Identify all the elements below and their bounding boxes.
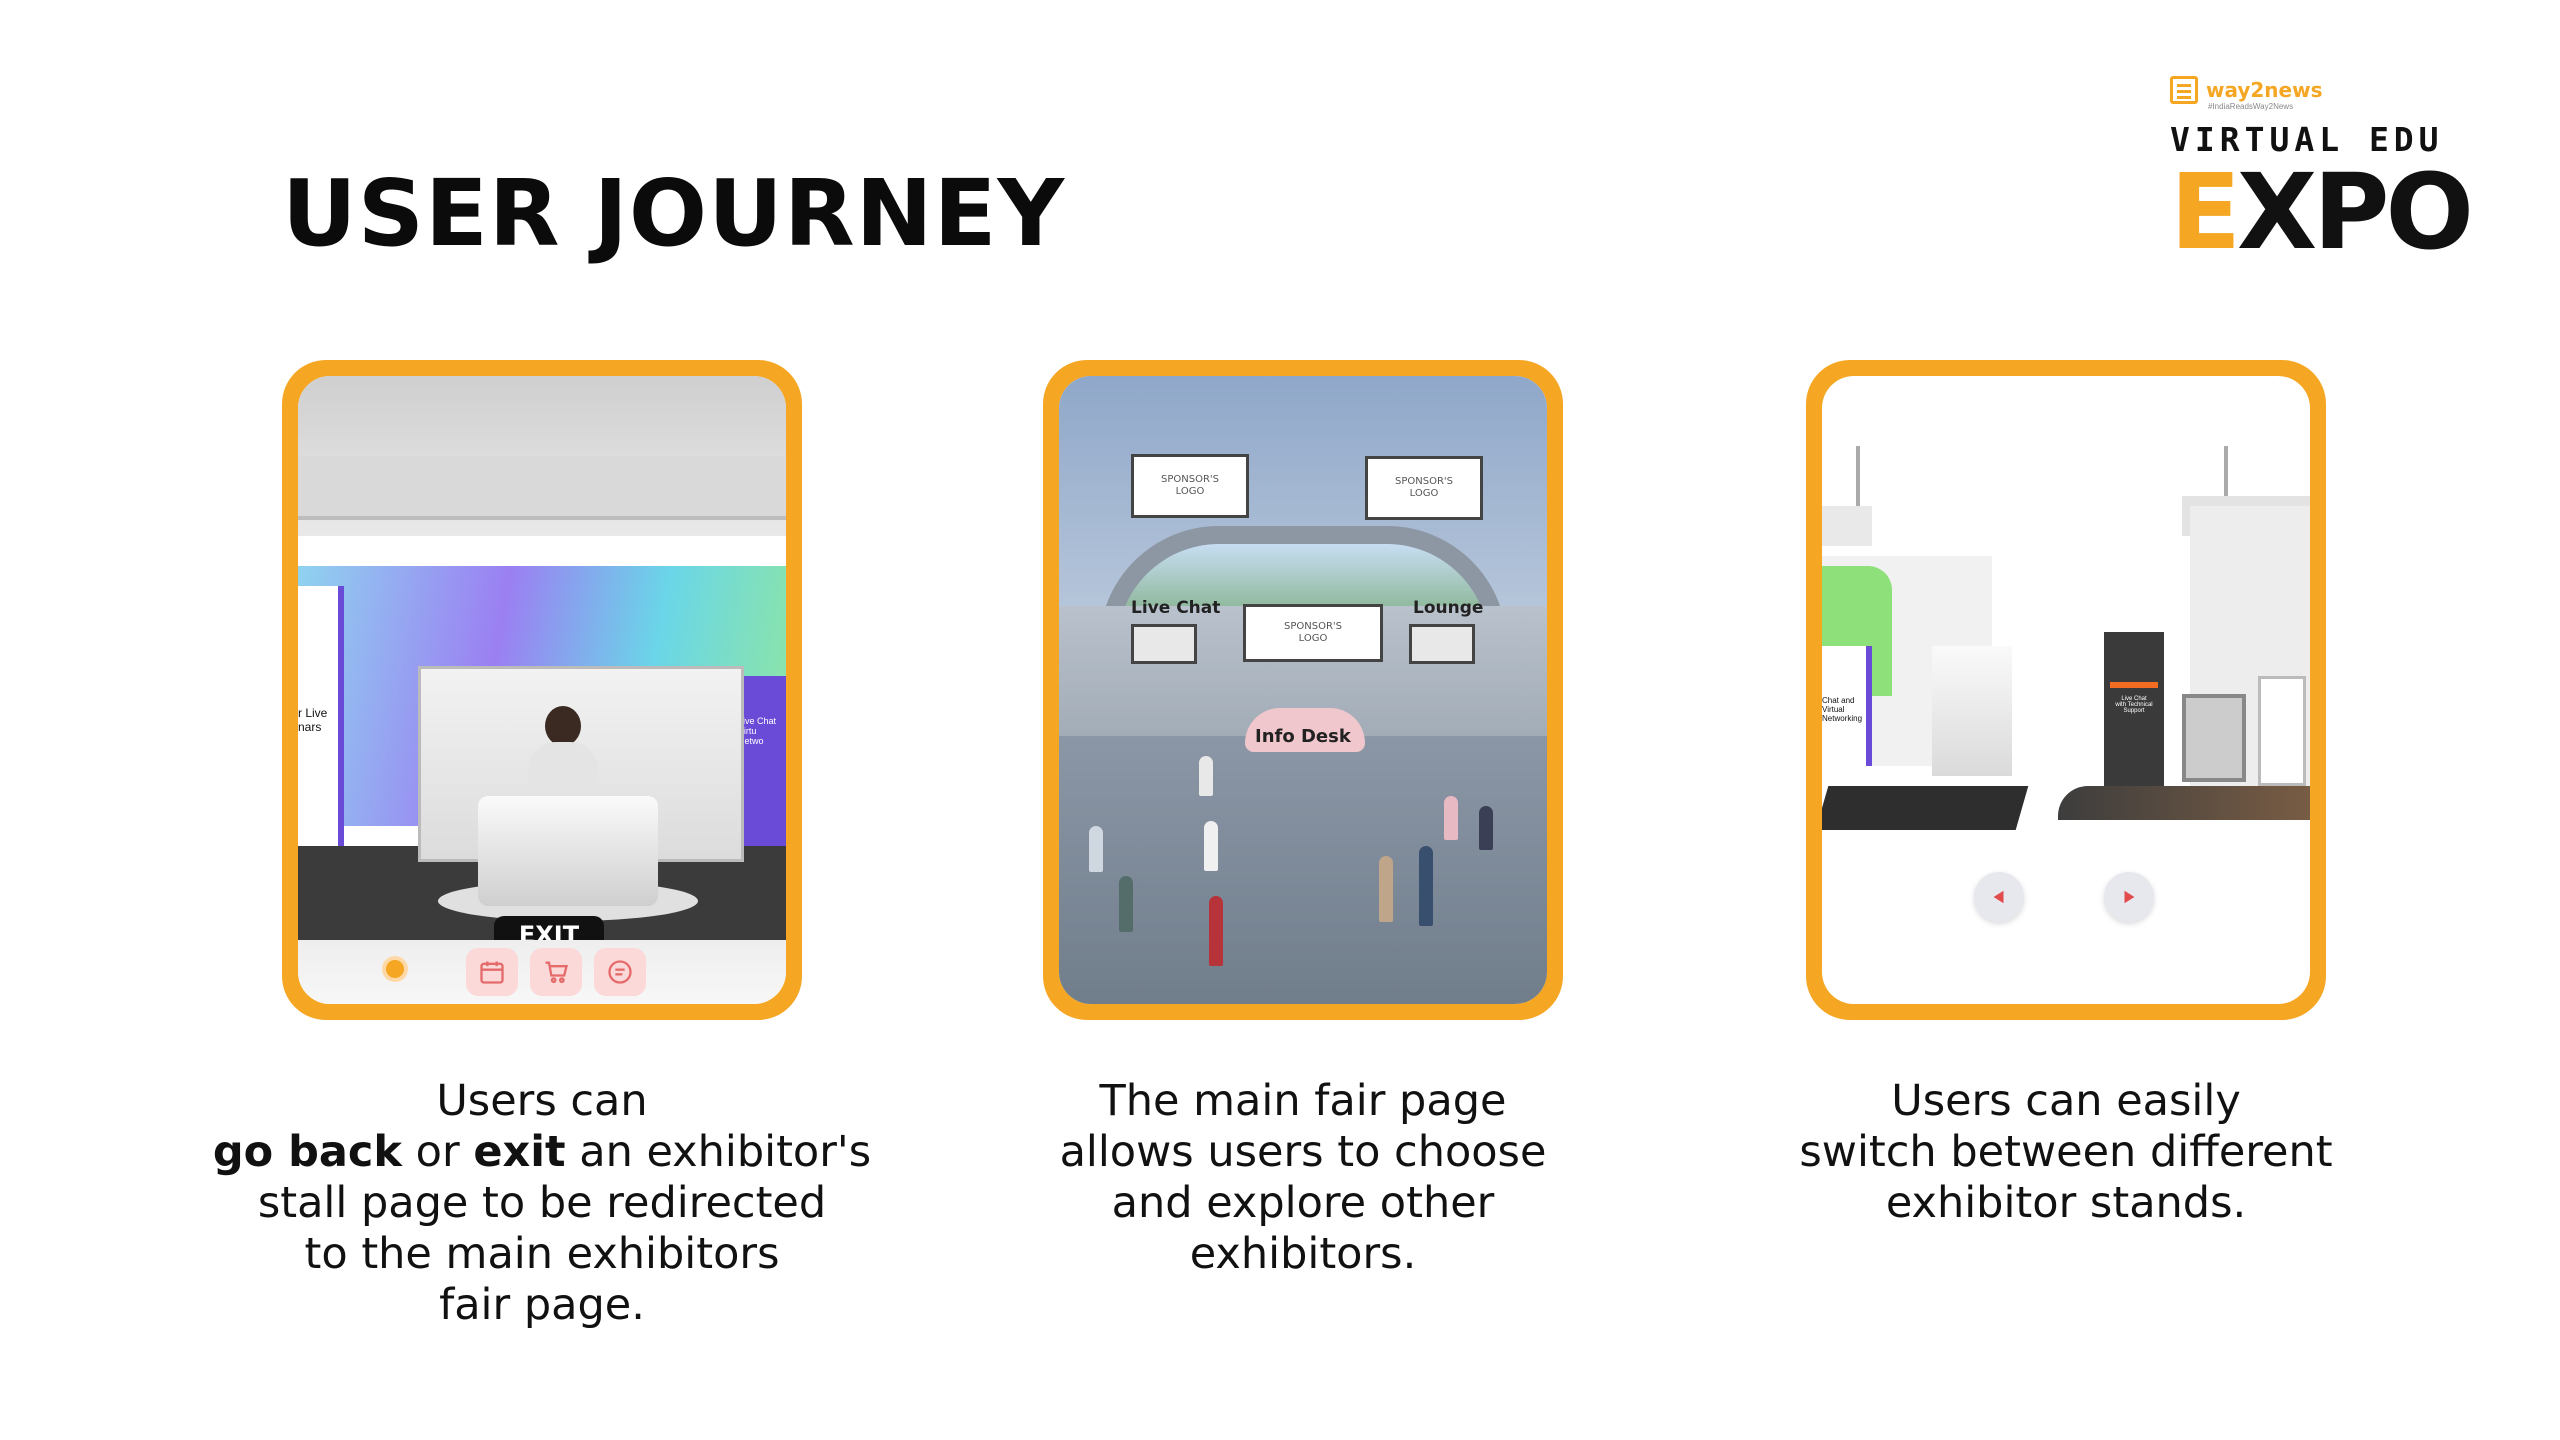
visitor-figure <box>1419 846 1433 926</box>
visitor-figure <box>1444 796 1458 840</box>
live-chat-label[interactable]: Live Chat <box>1131 598 1221 618</box>
next-stand-button[interactable] <box>2104 872 2154 922</box>
info-desk[interactable] <box>1245 708 1365 752</box>
switch-stands-caption: Users can easily switch between differen… <box>1799 1076 2333 1228</box>
visitor-figure <box>1119 876 1133 932</box>
visitor-figure <box>1204 821 1218 871</box>
logo-expo-accent-letter: E <box>2170 151 2241 273</box>
next-arrow-icon <box>2124 890 2135 904</box>
sponsor-logo-sign-center[interactable]: SPONSOR'S LOGO <box>1243 604 1383 662</box>
sponsor-logo-sign-left[interactable]: SPONSOR'S LOGO <box>1131 454 1249 518</box>
stall-page-screen: r Live nars Live Chat Virtu Netwo EXIT <box>298 376 786 1004</box>
stall-page-caption: Users can go back or exit an exhibitor's… <box>212 1076 872 1330</box>
right-booth-screen <box>2182 694 2246 782</box>
chat-icon <box>608 960 632 984</box>
lounge-label[interactable]: Lounge <box>1413 598 1484 618</box>
page-title: USER JOURNEY <box>282 160 1066 267</box>
hall-floor <box>1059 736 1547 1004</box>
right-booth-floor <box>2058 786 2310 820</box>
lounge-booth[interactable] <box>1409 624 1475 664</box>
calendar-icon <box>480 961 504 984</box>
live-chat-booth[interactable] <box>1131 624 1197 664</box>
right-booth-brochure-shelf <box>2258 676 2306 786</box>
logo-line-expo: EXPO <box>2170 160 2474 264</box>
cart-button[interactable] <box>530 948 582 996</box>
prev-arrow-icon <box>1993 890 2004 904</box>
switch-stands-screenshot-card: Chat and Virtual Networking Live Chat wi… <box>1806 360 2326 1020</box>
previous-stand-button[interactable] <box>1974 872 2024 922</box>
right-booth-pole <box>2224 446 2228 526</box>
sponsor-logo-sign-right[interactable]: SPONSOR'S LOGO <box>1365 456 1483 520</box>
newspaper-icon <box>2170 76 2198 104</box>
main-fair-screen: SPONSOR'S LOGO SPONSOR'S LOGO SPONSOR'S … <box>1059 376 1547 1004</box>
switch-stands-screen: Chat and Virtual Networking Live Chat wi… <box>1822 376 2310 1004</box>
left-booth-banner: Chat and Virtual Networking <box>1822 646 1872 766</box>
virtual-edu-expo-logo: way2news #IndiaReadsWay2News VIRTUAL EDU… <box>2170 72 2490 264</box>
main-fair-screenshot-card: SPONSOR'S LOGO SPONSOR'S LOGO SPONSOR'S … <box>1043 360 1563 1020</box>
main-fair-caption: The main fair page allows users to choos… <box>1059 1076 1547 1279</box>
left-booth-floor <box>1822 786 2029 830</box>
left-booth-kiosk <box>1932 646 2012 776</box>
stall-beam <box>298 456 786 520</box>
left-booth-canopy <box>1822 506 1872 546</box>
stall-page-screenshot-card: r Live nars Live Chat Virtu Netwo EXIT <box>282 360 802 1020</box>
brand-mark: way2news <box>2170 76 2323 104</box>
left-booth-pole <box>1856 446 1860 526</box>
logo-expo-rest: XPO <box>2237 151 2474 273</box>
right-booth-banner: Live Chat with Technical Support <box>2104 632 2164 792</box>
stall-left-banner: r Live nars <box>298 586 344 846</box>
visitor-figure <box>1209 896 1223 966</box>
calendar-button[interactable] <box>466 948 518 996</box>
record-dot-icon[interactable] <box>386 960 404 978</box>
cart-icon <box>545 961 568 984</box>
visitor-figure <box>1479 806 1493 850</box>
reception-desk <box>478 796 658 906</box>
logo-line-virtual-edu: VIRTUAL EDU <box>2170 120 2444 159</box>
info-desk-label: Info Desk <box>1255 726 1351 747</box>
chat-button[interactable] <box>594 948 646 996</box>
visitor-figure <box>1089 826 1103 872</box>
brand-name: way2news <box>2206 78 2323 102</box>
brand-tagline: #IndiaReadsWay2News <box>2208 102 2294 111</box>
visitor-figure <box>1199 756 1213 796</box>
visitor-figure <box>1379 856 1393 922</box>
